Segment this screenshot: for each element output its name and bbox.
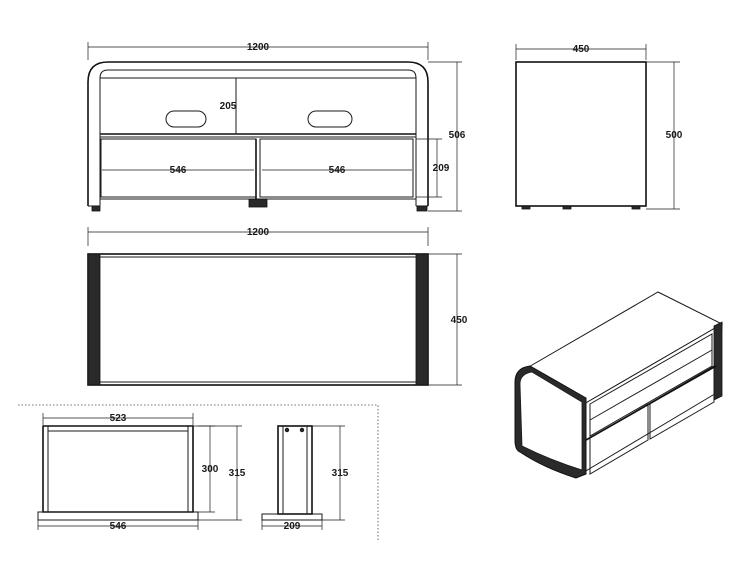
drawer-inner-height-label: 300: [202, 464, 219, 475]
side-height-dimension: 500: [646, 61, 683, 210]
top-depth-label: 450: [451, 315, 468, 326]
top-outer: [87, 253, 429, 386]
iso-drawer-right: [649, 365, 715, 440]
drawer-right-width-label: 546: [329, 165, 346, 176]
drawer-side-height-label: 315: [332, 468, 349, 479]
drawer-overall-width-dimension: 546: [37, 520, 199, 532]
front-drawer-height-dimension: 209: [416, 138, 450, 198]
drawer-height-label: 209: [433, 163, 450, 174]
side-foot-1: [521, 205, 531, 210]
side-body: [515, 61, 647, 207]
drawer-front-detail: 523 300 315 546: [37, 413, 246, 532]
drawer-side-screw-2: [299, 427, 305, 433]
cable-cutout-right: [307, 110, 353, 128]
drawer-front-panel: [37, 511, 199, 521]
drawer-overall-height-dimension: 315: [198, 425, 246, 521]
side-depth-label: 450: [573, 44, 590, 55]
front-drawer-left-dimension: 546: [102, 165, 254, 176]
drawer-side-width-dimension: 209: [261, 520, 323, 532]
front-height-dimension: 506: [428, 61, 466, 212]
front-drawer-right-dimension: 546: [262, 165, 412, 176]
side-view: 450 500: [515, 44, 683, 210]
front-body: [87, 61, 429, 212]
top-end-panel-left: [87, 253, 101, 386]
top-width-label: 1200: [247, 227, 270, 238]
front-height-label: 506: [449, 130, 466, 141]
top-depth-dimension: 450: [428, 253, 468, 386]
drawer-side-width-label: 209: [284, 521, 301, 532]
front-foot-center: [248, 198, 268, 208]
top-width-dimension: 1200: [87, 227, 429, 246]
drawer-side-screw-1: [284, 427, 290, 433]
drawer-left-width-label: 546: [170, 165, 187, 176]
drawer-overall-width-label: 546: [110, 521, 127, 532]
drawer-overall-height-label: 315: [229, 468, 246, 479]
front-foot-right: [416, 205, 428, 212]
isometric-view: [514, 291, 724, 479]
front-shelf-gap-dimension: 205: [220, 80, 237, 132]
side-depth-dimension: 450: [515, 44, 647, 60]
front-foot-left: [91, 205, 101, 212]
top-view: 1200 450: [87, 227, 468, 386]
top-end-panel-right: [415, 253, 429, 386]
drawer-side-detail: 315 209: [261, 425, 349, 532]
drawer-side-height-dimension: 315: [312, 425, 349, 521]
cable-cutout-left: [165, 110, 207, 128]
iso-right-end: [713, 321, 723, 401]
shelf-gap-label: 205: [220, 101, 237, 112]
side-height-label: 500: [666, 130, 683, 141]
side-foot-3: [631, 205, 641, 210]
front-view: 1200: [87, 42, 466, 212]
side-foot-2: [562, 205, 572, 210]
drawer-inner-width-dimension: 523: [42, 413, 194, 426]
drawer-inner-width-label: 523: [110, 413, 127, 424]
front-drawer-right: [259, 138, 414, 198]
front-width-dimension: 1200: [87, 42, 429, 60]
front-width-label: 1200: [247, 42, 270, 53]
detail-frame: [18, 404, 379, 542]
drawer-inner-height-dimension: 300: [193, 425, 219, 513]
drawer-side-base: [261, 513, 323, 521]
